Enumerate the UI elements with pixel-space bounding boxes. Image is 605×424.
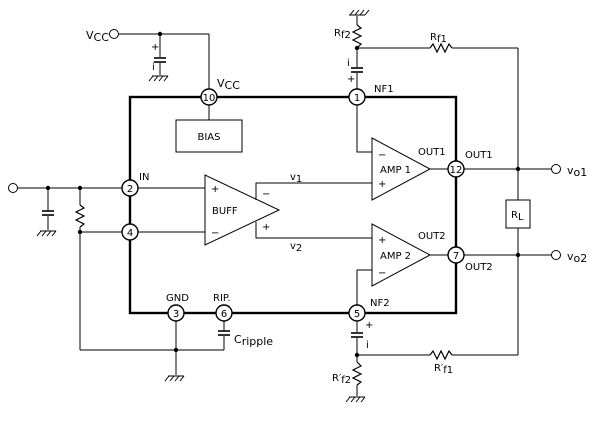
vcc-input-label: VCC bbox=[86, 29, 109, 44]
svg-text:2: 2 bbox=[127, 184, 133, 195]
amp1-plus: + bbox=[378, 179, 386, 190]
amp1-amplifier bbox=[371, 137, 432, 201]
vcc-cap-plus: + bbox=[151, 42, 159, 53]
nf2-cap-plus: + bbox=[365, 320, 373, 331]
bias-label: BIAS bbox=[198, 132, 221, 143]
svg-text:6: 6 bbox=[221, 309, 227, 320]
pin-7: 7 bbox=[447, 246, 465, 264]
buff-label: BUFF bbox=[212, 206, 238, 217]
v2-label: v2 bbox=[290, 241, 302, 254]
pin-5: 5 bbox=[348, 304, 366, 322]
rpf2-label: R′f2 bbox=[332, 373, 351, 386]
amp2-amplifier bbox=[371, 223, 432, 287]
svg-text:5: 5 bbox=[354, 309, 360, 320]
ic-package-outline bbox=[128, 95, 458, 315]
rf1-label: Rf1 bbox=[430, 32, 447, 45]
pin-10: 10 bbox=[200, 88, 218, 106]
amp1-label: AMP 1 bbox=[380, 165, 411, 176]
pin-12: 12 bbox=[447, 160, 465, 178]
rf2-label: Rf2 bbox=[334, 28, 351, 41]
in-label: IN bbox=[139, 172, 149, 183]
nf1-cap-current: i bbox=[347, 58, 350, 69]
vo1-terminal bbox=[551, 164, 561, 174]
input-terminal bbox=[8, 183, 18, 193]
vcc-terminal bbox=[109, 29, 119, 39]
cripple-label: Cripple bbox=[234, 333, 273, 348]
pin-3: 3 bbox=[167, 304, 185, 322]
buff-out-minus: − bbox=[262, 189, 270, 200]
vcc-supply: + i VCC VCC bbox=[86, 29, 240, 92]
nf2-cap-current: i bbox=[366, 340, 369, 351]
load-resistor bbox=[505, 199, 531, 229]
pin-1: 1 bbox=[348, 88, 366, 106]
svg-text:4: 4 bbox=[127, 228, 133, 239]
vcc-pin-label: VCC bbox=[217, 77, 240, 92]
svg-text:1: 1 bbox=[354, 93, 360, 104]
nf2-label: NF2 bbox=[370, 298, 390, 309]
pin-4: 4 bbox=[121, 223, 139, 241]
amp2-plus: + bbox=[378, 235, 386, 246]
buff-minus: − bbox=[211, 228, 219, 239]
rl-label: RL bbox=[511, 210, 524, 223]
svg-text:7: 7 bbox=[453, 251, 459, 262]
gnd-label: GND bbox=[166, 293, 189, 304]
buff-out-plus: + bbox=[262, 222, 270, 233]
v1-label: v1 bbox=[290, 172, 302, 185]
amp1-out-label: OUT1 bbox=[418, 147, 446, 158]
nf1-label: NF1 bbox=[374, 84, 394, 95]
vo1-label: vo1 bbox=[567, 164, 587, 179]
output-network: RL vo1 vo2 bbox=[464, 164, 587, 265]
rip-label: RIP. bbox=[213, 293, 231, 304]
out2-pin-label: OUT2 bbox=[465, 262, 493, 273]
pin-6: 6 bbox=[215, 304, 233, 322]
vo2-terminal bbox=[551, 250, 561, 260]
amp2-out-label: OUT2 bbox=[418, 231, 446, 242]
svg-text:3: 3 bbox=[173, 309, 179, 320]
amp2-label: AMP 2 bbox=[380, 251, 411, 262]
amp1-minus: − bbox=[378, 150, 386, 161]
buff-plus: + bbox=[211, 184, 219, 195]
input-network bbox=[8, 183, 185, 382]
svg-text:12: 12 bbox=[450, 165, 463, 176]
svg-text:10: 10 bbox=[203, 93, 216, 104]
feedback-network-1: i + Rf2 Rf1 bbox=[334, 9, 519, 169]
pin-2: 2 bbox=[121, 179, 139, 197]
amp2-minus: − bbox=[378, 268, 386, 279]
out1-pin-label: OUT1 bbox=[465, 150, 493, 161]
buffer-amplifier bbox=[204, 174, 281, 246]
feedback-network-2: + i R′f2 R′f1 bbox=[332, 255, 519, 403]
bias-block bbox=[175, 119, 243, 153]
rpf1-label: R′f1 bbox=[434, 363, 453, 376]
nf1-cap-plus: + bbox=[347, 74, 355, 85]
vo2-label: vo2 bbox=[567, 250, 587, 265]
vcc-cap-current: i bbox=[152, 62, 155, 73]
